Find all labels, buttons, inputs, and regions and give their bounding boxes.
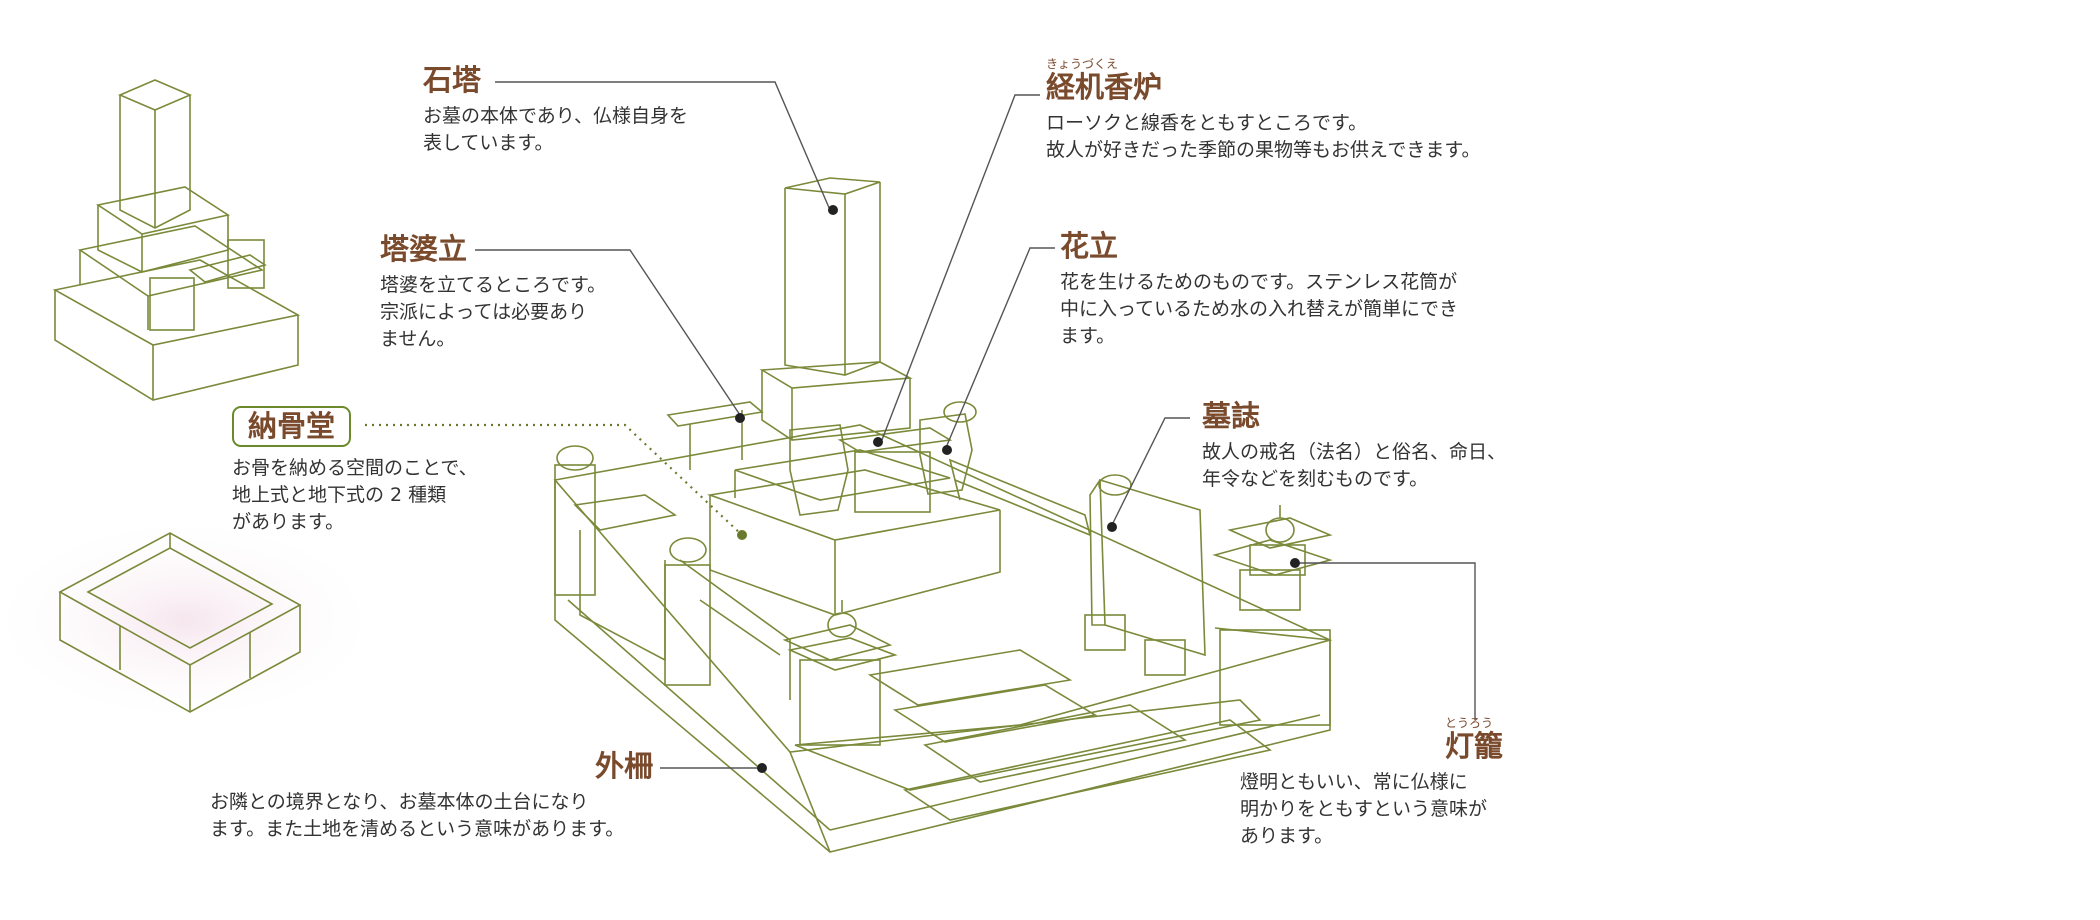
leader-line-tobatate bbox=[475, 249, 741, 416]
part-description: 故人の戒名（法名）と俗名、命日、 年令などを刻むものです。 bbox=[1202, 441, 1507, 490]
leader-dots bbox=[735, 205, 1300, 773]
part-description: 花を生けるためのものです。ステンレス花筒が 中に入っているため水の入れ替えが簡単… bbox=[1060, 271, 1459, 347]
part-title: 灯籠 bbox=[1445, 729, 1504, 763]
label-toro: とうろう 灯籠 燈明ともいい、常に仏様に 明かりをともすという意味が あります。 bbox=[1240, 717, 1503, 850]
part-description: ローソクと線香をともすところです。 故人が好きだった季節の果物等もお供えできます… bbox=[1046, 112, 1481, 161]
part-title: 墓誌 bbox=[1202, 399, 1261, 433]
part-title: 石塔 bbox=[423, 63, 482, 97]
leader-line-nokotsudo bbox=[365, 423, 743, 536]
leader-dot-icon bbox=[873, 437, 883, 447]
leader-line-kyozukue bbox=[879, 94, 1040, 446]
part-description: 塔婆を立てるところです。 宗派によっては必要あり ません。 bbox=[380, 274, 607, 350]
part-description: お骨を納める空間のことで、 地上式と地下式の 2 種類 があります。 bbox=[232, 457, 478, 533]
part-title: 経机香炉 bbox=[1046, 70, 1163, 104]
part-description: 燈明ともいい、常に仏様に 明かりをともすという意味が あります。 bbox=[1240, 771, 1488, 847]
leader-dot-icon bbox=[757, 763, 767, 773]
part-title: 花立 bbox=[1060, 229, 1119, 263]
leader-dot-icon bbox=[735, 413, 745, 423]
leader-dot-icon bbox=[1290, 558, 1300, 568]
leader-line-boshi bbox=[1111, 417, 1190, 526]
leader-dot-icon bbox=[942, 445, 952, 455]
label-boshi: 墓誌 故人の戒名（法名）と俗名、命日、 年令などを刻むものです。 bbox=[1202, 402, 1506, 493]
part-title-badge: 納骨堂 bbox=[232, 406, 352, 447]
label-hanatate: 花立 花を生けるためのものです。ステンレス花筒が 中に入っているため水の入れ替え… bbox=[1060, 232, 1458, 350]
leader-lines bbox=[365, 81, 1476, 769]
ossuary-box-drawing bbox=[0, 515, 385, 725]
label-sekito: 石塔 お墓の本体であり、仏様自身を 表しています。 bbox=[423, 66, 688, 157]
part-description: お隣との境界となり、お墓本体の土台になり ます。また土地を清めるという意味があり… bbox=[210, 791, 625, 840]
leader-dot-icon bbox=[737, 530, 747, 540]
part-description: お墓の本体であり、仏様自身を 表しています。 bbox=[423, 105, 689, 154]
label-sotosaku: 外柵 お隣との境界となり、お墓本体の土台になり ます。また土地を清めるという意味… bbox=[210, 752, 653, 843]
leader-line-toro bbox=[1290, 562, 1476, 720]
leader-line-sekito bbox=[495, 81, 831, 211]
leader-line-hanatate bbox=[944, 247, 1055, 451]
part-title: 塔婆立 bbox=[380, 232, 468, 266]
part-title: 外柵 bbox=[595, 749, 654, 783]
leader-dot-icon bbox=[1107, 522, 1117, 532]
main-grave-drawing bbox=[553, 177, 1333, 853]
label-nokotsudo: 納骨堂 お骨を納める空間のことで、 地上式と地下式の 2 種類 があります。 bbox=[232, 406, 478, 536]
label-kyozukue: きょうづくえ 経机香炉 ローソクと線香をともすところです。 故人が好きだった季節… bbox=[1046, 58, 1481, 164]
leader-dot-icon bbox=[828, 205, 838, 215]
reference-tombstone-drawing bbox=[52, 79, 301, 401]
label-tobatate: 塔婆立 塔婆を立てるところです。 宗派によっては必要あり ません。 bbox=[380, 235, 606, 353]
part-reading-ruby: とうろう bbox=[1445, 716, 1494, 730]
part-reading-ruby: きょうづくえ bbox=[1046, 57, 1119, 71]
